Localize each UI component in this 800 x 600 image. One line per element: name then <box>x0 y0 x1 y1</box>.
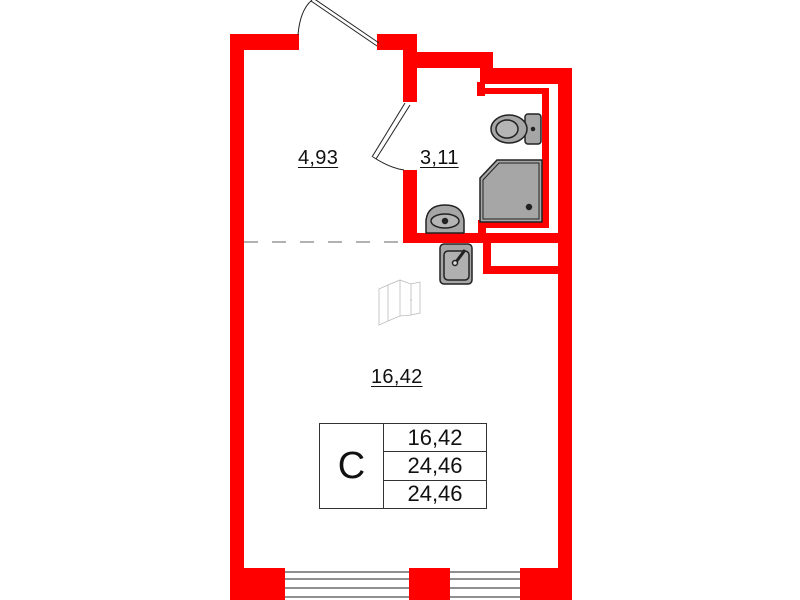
area-legend: C 16,42 24,46 24,46 <box>319 423 487 509</box>
partition-icon <box>378 279 421 326</box>
entry-door <box>297 0 380 47</box>
shower-icon <box>479 159 543 223</box>
kitchen-sink-icon <box>439 243 473 285</box>
total-area-with-balcony-value: 24,46 <box>407 481 463 507</box>
room-area-bathroom: 3,11 <box>420 147 459 169</box>
toilet-icon <box>490 113 542 145</box>
apartment-type: C <box>320 424 384 508</box>
room-area-living: 16,42 <box>371 366 423 388</box>
room-area-hallway: 4,93 <box>298 147 339 169</box>
window-bottom <box>285 571 520 598</box>
walls <box>230 34 572 600</box>
total-area-value: 24,46 <box>384 452 486 481</box>
washbasin-icon <box>425 204 465 234</box>
living-area-value: 16,42 <box>384 424 486 453</box>
bathroom-door <box>371 102 411 171</box>
